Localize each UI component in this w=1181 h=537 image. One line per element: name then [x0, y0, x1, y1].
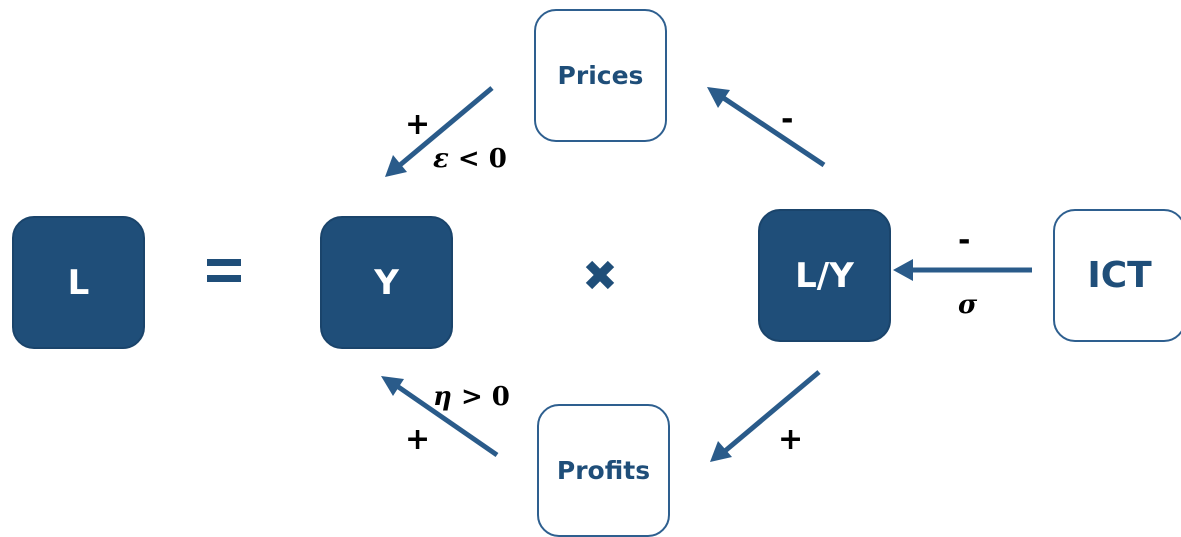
arrow-ly-to-profits [723, 370, 821, 453]
node-profits: Profits [537, 404, 670, 537]
node-ict: ICT [1053, 209, 1181, 342]
edge-ict-ly-label: σ [958, 292, 977, 318]
epsilon-condition: < 0 [457, 144, 507, 174]
node-l-over-y-label: L/Y [795, 255, 854, 296]
node-l: L [12, 216, 145, 349]
arrow-ly-to-prices [720, 94, 826, 168]
node-ict-label: ICT [1087, 255, 1152, 296]
node-profits-label: Profits [556, 456, 651, 485]
edge-prices-y-sign: + [405, 107, 431, 142]
edge-profits-y-label: η > 0 [433, 384, 510, 410]
node-prices-label: Prices [557, 61, 644, 90]
eta-symbol: η [433, 382, 452, 412]
edge-ly-prices-sign: - [781, 102, 794, 137]
epsilon-symbol: ε [433, 144, 449, 174]
node-prices: Prices [534, 9, 667, 142]
arrow-prices-to-y [398, 86, 494, 167]
sigma-symbol: σ [958, 290, 978, 320]
times-sign [585, 260, 615, 290]
arrow-prices-to-y-head [385, 155, 407, 177]
edge-profits-y-sign: + [405, 422, 431, 457]
edge-prices-y-label: ε < 0 [433, 146, 507, 172]
eta-condition: > 0 [460, 382, 510, 412]
arrow-ly-to-profits-head [710, 441, 732, 462]
node-y: Y [320, 216, 453, 349]
equals-sign [207, 259, 241, 282]
node-l-over-y: L/Y [758, 209, 891, 342]
arrow-profits-to-y-head [381, 376, 404, 396]
node-l-label: L [67, 262, 90, 303]
arrow-ict-to-ly-head [893, 259, 913, 281]
arrow-profits-to-y [395, 383, 499, 458]
edge-ict-ly-sign: - [958, 223, 971, 258]
edge-ly-profits-sign: + [778, 422, 804, 457]
arrow-ly-to-prices-head [707, 87, 730, 108]
node-y-label: Y [374, 262, 399, 303]
